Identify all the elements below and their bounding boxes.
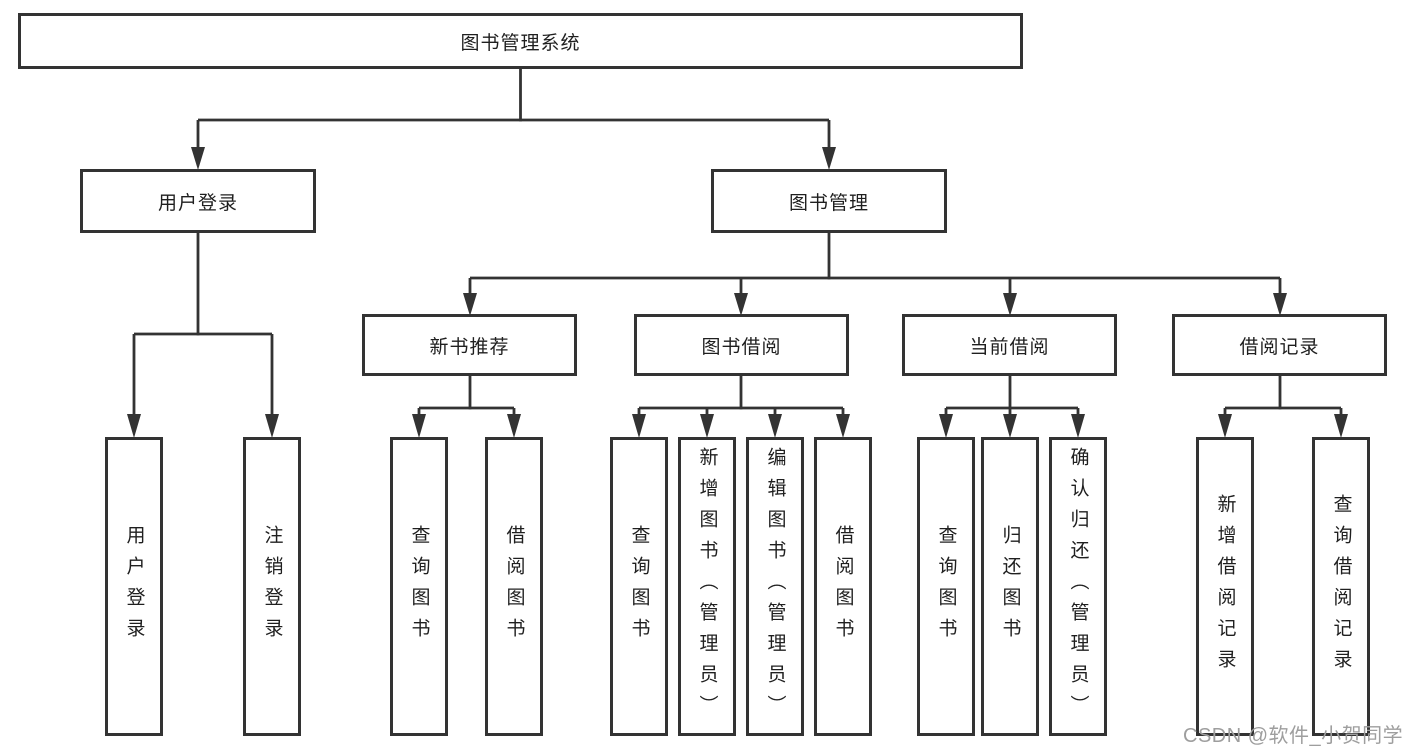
connector-new-book-recommend-to-leaves [412,376,521,438]
leaf-bb-borrow-book-label: 借阅图书 [832,524,854,649]
connector-current-borrow-to-leaves [939,376,1085,438]
leaf-br-add-record-label: 新增借阅记录 [1214,493,1236,680]
leaf-bb-add-book: 新增图书（管理员） [678,437,736,736]
connector-book-borrow-to-leaves [632,376,850,438]
leaf-bb-edit-book-label: 编辑图书（管理员） [764,447,786,726]
leaf-bb-borrow-book: 借阅图书 [814,437,872,736]
leaf-nb-query-book-label: 查询图书 [408,524,430,649]
node-new-book-recommend: 新书推荐 [362,314,577,376]
node-book-borrow-label: 图书借阅 [701,336,782,358]
leaf-nb-query-book: 查询图书 [390,437,448,736]
leaf-cb-query-book: 查询图书 [917,437,975,736]
node-user-login-label: 用户登录 [157,192,238,214]
leaf-br-query-record-label: 查询借阅记录 [1330,493,1352,680]
leaf-bb-query-book: 查询图书 [610,437,668,736]
connector-book-management-to-level3 [463,233,1287,316]
leaf-bb-edit-book: 编辑图书（管理员） [746,437,804,736]
node-root: 图书管理系统 [18,13,1023,69]
leaf-user-login: 用户登录 [105,437,163,736]
node-book-borrow: 图书借阅 [634,314,849,376]
leaf-nb-borrow-book: 借阅图书 [485,437,543,736]
node-borrow-record-label: 借阅记录 [1239,336,1320,358]
leaf-cb-query-book-label: 查询图书 [935,524,957,649]
leaf-logout-label: 注销登录 [261,524,283,649]
leaf-bb-add-book-label: 新增图书（管理员） [696,447,718,726]
node-book-management: 图书管理 [711,169,947,233]
leaf-nb-borrow-book-label: 借阅图书 [503,524,525,649]
leaf-logout: 注销登录 [243,437,301,736]
node-current-borrow-label: 当前借阅 [969,336,1050,358]
leaf-br-add-record: 新增借阅记录 [1196,437,1254,736]
leaf-cb-return-book-label: 归还图书 [999,524,1021,649]
leaf-cb-return-book: 归还图书 [981,437,1039,736]
node-new-book-recommend-label: 新书推荐 [429,336,510,358]
leaf-user-login-label: 用户登录 [123,524,145,649]
node-root-label: 图书管理系统 [460,32,581,54]
watermark: CSDN @软件_小贺同学 [1183,725,1404,747]
connector-user-login-to-leaves [127,233,279,438]
node-current-borrow: 当前借阅 [902,314,1117,376]
connector-borrow-record-to-leaves [1218,376,1348,438]
node-book-management-label: 图书管理 [788,192,869,214]
leaf-br-query-record: 查询借阅记录 [1312,437,1370,736]
node-borrow-record: 借阅记录 [1172,314,1387,376]
node-user-login: 用户登录 [80,169,316,233]
leaf-bb-query-book-label: 查询图书 [628,524,650,649]
connector-root-to-level2 [191,69,836,170]
leaf-cb-confirm-return-label: 确认归还（管理员） [1067,447,1089,726]
leaf-cb-confirm-return: 确认归还（管理员） [1049,437,1107,736]
